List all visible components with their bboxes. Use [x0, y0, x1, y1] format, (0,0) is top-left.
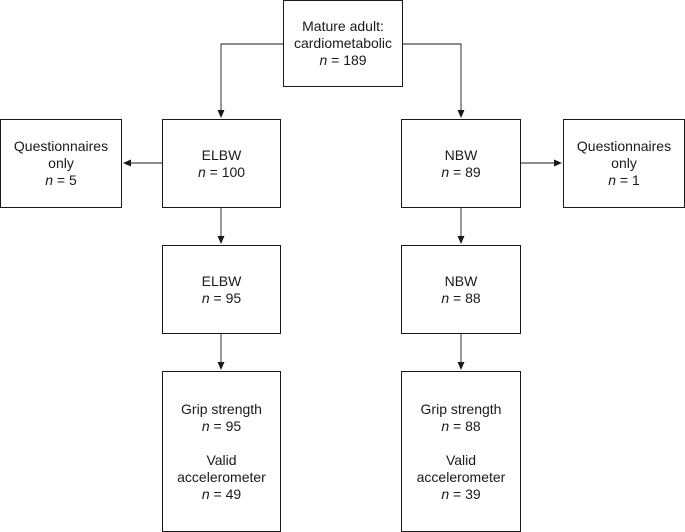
- n-symbol: n: [201, 417, 210, 434]
- n-symbol: n: [441, 163, 450, 180]
- connector-root-to-elbw: [217, 43, 283, 118]
- count-value: = 39: [453, 485, 481, 502]
- node-nbw-count: n = 89: [441, 164, 480, 181]
- node-nbw-measures: Grip strength n = 88 Valid accelerometer…: [401, 371, 521, 532]
- node-nbw: NBW n = 89: [401, 119, 521, 208]
- node-elbw-acc-count: n = 49: [202, 486, 241, 503]
- connector-root-to-nbw: [403, 43, 465, 118]
- node-nbw-acc-count: n = 39: [441, 486, 480, 503]
- node-elbw-95: ELBW n = 95: [162, 245, 281, 334]
- node-elbw-count: n = 100: [198, 164, 245, 181]
- n-symbol: n: [45, 172, 54, 188]
- count-value: = 49: [213, 485, 242, 502]
- node-elbw-grip-count: n = 95: [202, 418, 241, 435]
- node-mature-adult: Mature adult: cardiometabolic n = 189: [283, 0, 403, 87]
- node-nbw-acc-line-2: accelerometer: [416, 468, 506, 485]
- node-questionnaires-right-line-1: Questionnaires: [576, 138, 672, 154]
- node-mature-adult-line-2: cardiometabolic: [293, 35, 393, 51]
- node-elbw-label: ELBW: [201, 146, 242, 163]
- node-elbw-grip-label: Grip strength: [181, 400, 262, 417]
- node-nbw-grip-count: n = 88: [441, 418, 480, 435]
- node-questionnaires-left-count: n = 5: [45, 172, 77, 189]
- n-symbol: n: [441, 417, 450, 434]
- node-elbw-acc-line-2: accelerometer: [177, 468, 266, 485]
- count-value: = 1: [619, 172, 640, 188]
- count-value: = 88: [453, 417, 481, 434]
- count-value: = 100: [209, 163, 246, 180]
- node-questionnaires-left-line-1: Questionnaires: [13, 138, 109, 154]
- count-value: = 95: [213, 289, 242, 306]
- node-questionnaires-right: Questionnaires only n = 1: [563, 119, 685, 208]
- node-nbw-acc-line-1: Valid: [445, 451, 477, 468]
- node-nbw-88-label: NBW: [444, 272, 478, 289]
- count-value: = 88: [453, 289, 481, 306]
- n-symbol: n: [608, 172, 617, 188]
- count-value: = 189: [331, 52, 367, 68]
- n-symbol: n: [441, 485, 450, 502]
- node-elbw-95-label: ELBW: [201, 272, 242, 289]
- node-mature-adult-line-1: Mature adult:: [302, 18, 384, 34]
- node-mature-adult-count: n = 189: [319, 52, 366, 69]
- n-symbol: n: [201, 485, 210, 502]
- n-symbol: n: [319, 52, 328, 68]
- node-elbw-acc-line-1: Valid: [206, 451, 237, 468]
- node-nbw-grip-label: Grip strength: [420, 400, 502, 417]
- n-symbol: n: [201, 289, 210, 306]
- node-nbw-88: NBW n = 88: [401, 245, 521, 334]
- node-questionnaires-right-count: n = 1: [608, 172, 640, 189]
- node-elbw-measures: Grip strength n = 95 Valid accelerometer…: [162, 371, 281, 532]
- node-nbw-label: NBW: [444, 146, 478, 163]
- node-elbw: ELBW n = 100: [162, 119, 281, 208]
- n-symbol: n: [441, 289, 450, 306]
- node-questionnaires-left-line-2: only: [48, 155, 74, 171]
- node-elbw-95-count: n = 95: [202, 290, 241, 307]
- count-value: = 5: [56, 172, 77, 188]
- count-value: = 89: [453, 163, 481, 180]
- node-questionnaires-right-line-2: only: [611, 155, 637, 171]
- count-value: = 95: [213, 417, 242, 434]
- node-questionnaires-left: Questionnaires only n = 5: [0, 119, 122, 208]
- n-symbol: n: [197, 163, 206, 180]
- node-nbw-88-count: n = 88: [441, 290, 480, 307]
